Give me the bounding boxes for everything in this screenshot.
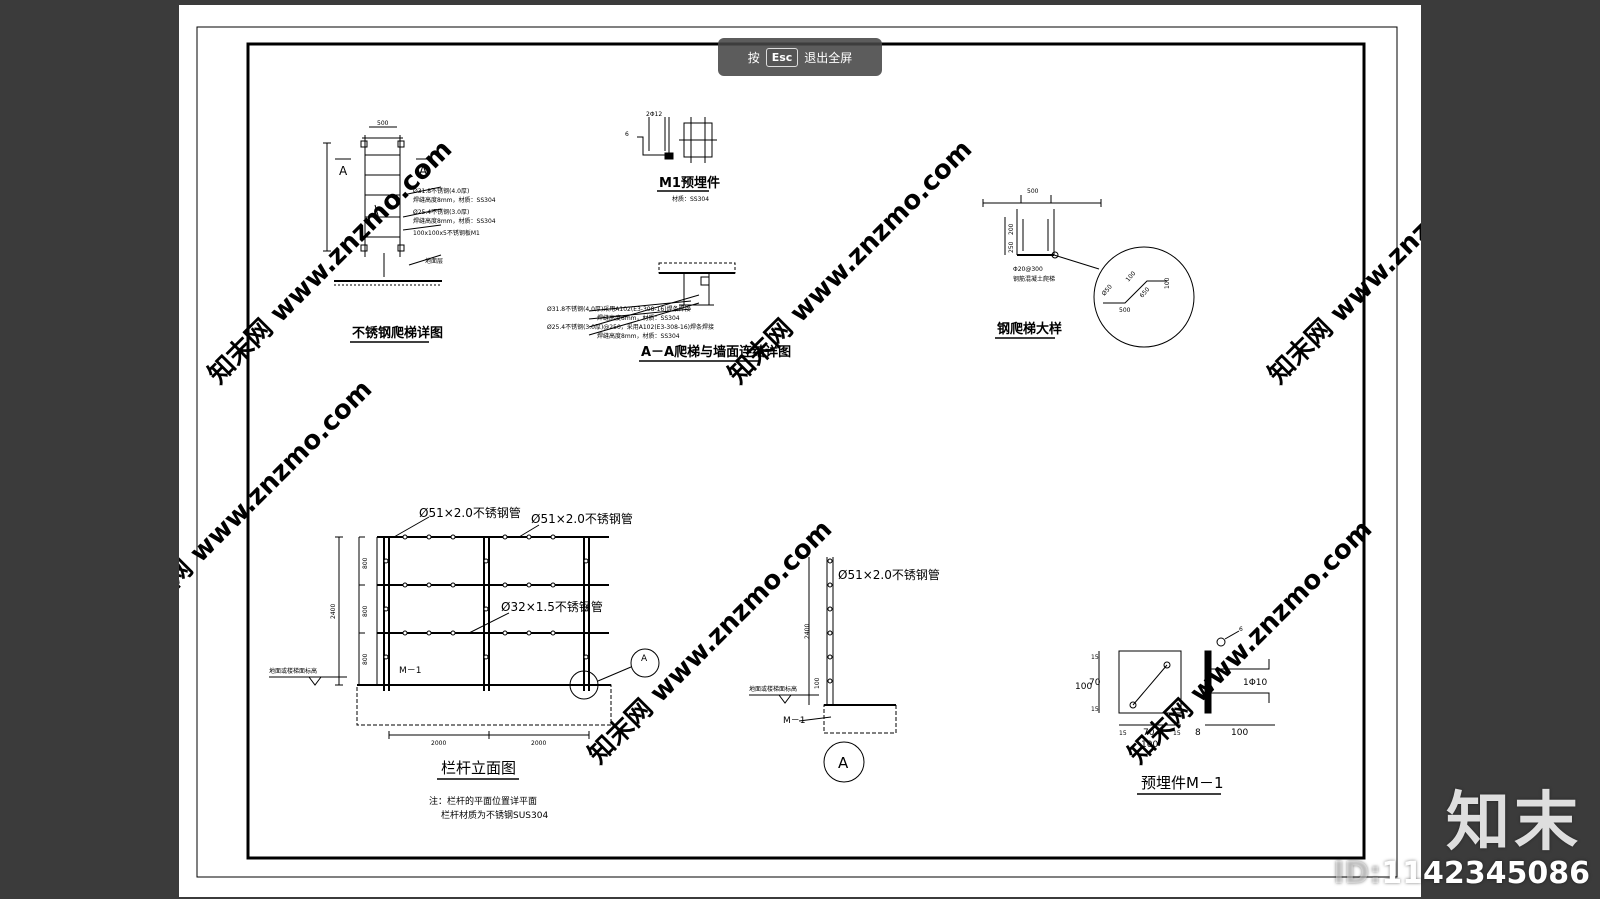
sl-note: 钢筋混凝土爬梯 — [1013, 275, 1055, 283]
rail-dim-v2: 800 — [362, 605, 369, 617]
hint-action-text: 退出全屏 — [804, 50, 853, 65]
section-a-dots — [827, 558, 833, 684]
sl-dim-bottom: 500 — [1119, 307, 1131, 314]
sl-dim-100b: 100 — [1164, 277, 1171, 289]
m1-embed — [637, 117, 717, 163]
rail-label-top-1: Ø51×2.0不锈钢管 — [419, 505, 521, 520]
brand-logo: 知末 — [1446, 786, 1582, 860]
sl-rebar: Φ20@300 — [1013, 266, 1043, 273]
m1-dim-vtotal: 100 — [1075, 682, 1092, 692]
sl-dim-200: 200 — [1008, 223, 1015, 235]
embed-m1-text: 15 70 15 100 15 70 15 100 8 100 1Φ10 6 预… — [1075, 626, 1268, 795]
m1-dim-v3: 15 — [1091, 706, 1099, 713]
m1-embed-title: M1预埋件 — [659, 175, 720, 191]
m1-material: 材质：SS304 — [672, 195, 709, 203]
sl-dim-dia: Ø50 — [1101, 283, 1114, 297]
rail-dim-v3: 800 — [362, 653, 369, 665]
ladder-note-4: 焊缝高度8mm，材质：SS304 — [413, 217, 496, 225]
aa-note-3: Ø25.4不锈钢(3.0厚)@250，采用A102(E3-308-16)焊条焊接 — [547, 323, 714, 331]
m1-dim-v2: 70 — [1089, 678, 1101, 688]
drawing-sheet: 知末网 www.znzmo.com 知末网 www.znzmo.com 知末网 … — [179, 5, 1421, 897]
watermark-text: 知末网 www.znzmo.com — [583, 514, 838, 769]
m1-dim-weld: 6 — [625, 131, 629, 138]
ladder-note-5: 100x100x5不锈钢板M1 — [413, 229, 480, 237]
m1-weld-label: 6 — [1239, 626, 1243, 633]
image-id: ID:1142345086 — [1333, 856, 1590, 891]
section-mark-left: A — [339, 164, 348, 178]
embed-m1-title: 预埋件M－1 — [1141, 774, 1224, 792]
rail-dim-h2: 2000 — [531, 740, 546, 747]
secA-mark: A — [838, 754, 849, 772]
rail-floor-label: 地面或楼梯面标高 — [269, 667, 317, 675]
ladder-floor-label: 地面层 — [425, 257, 443, 265]
railing-text: Ø51×2.0不锈钢管 Ø51×2.0不锈钢管 Ø32×1.5不锈钢管 800 … — [269, 505, 648, 821]
sl-dim-100a: 100 — [1125, 270, 1138, 283]
embed-m1 — [1098, 630, 1275, 726]
m1-dim-h1: 15 — [1119, 730, 1127, 737]
secA-dim-base: 100 — [814, 677, 821, 689]
railing-elevation — [269, 516, 660, 739]
secA-floor-label: 地面或楼梯面标高 — [749, 685, 797, 693]
ladder-dim-top: 500 — [377, 120, 389, 127]
rail-dim-total: 2400 — [330, 604, 337, 619]
rail-dim-v1: 800 — [362, 557, 369, 569]
m1-dim-rebar: 2Φ12 — [646, 111, 662, 118]
rail-note-1: 注：栏杆的平面位置详平面 — [429, 795, 537, 807]
steel-ladder-large — [982, 195, 1195, 348]
aa-note-1: Ø31.8不锈钢(4.0厚)采用A102(E3-308-16)焊条焊接 — [547, 305, 691, 313]
outer-frame — [196, 26, 1398, 878]
m1-dim-htotal: 100 — [1141, 740, 1158, 750]
m1-dim-side-8: 8 — [1195, 728, 1201, 738]
steel-ladder-title: 钢爬梯大样 — [997, 321, 1062, 337]
ladder-note-1: Ø31.8不锈钢(4.0厚) — [413, 187, 469, 195]
watermark-text: 知末网 www.znzmo.com — [1123, 514, 1378, 769]
section-mark-right: A — [419, 164, 428, 178]
ladder-note-2: 焊缝高度8mm，材质：SS304 — [413, 196, 496, 204]
rail-embed-label: M－1 — [399, 666, 422, 676]
aa-section — [588, 262, 736, 336]
m1-dim-h3: 15 — [1173, 730, 1181, 737]
rail-note-2: 栏杆材质为不锈钢SUS304 — [441, 809, 548, 821]
railing-title: 栏杆立面图 — [441, 759, 516, 777]
section-a — [749, 557, 897, 783]
hint-press-text: 按 — [747, 50, 760, 65]
railing-dots — [383, 534, 589, 660]
secA-label: Ø51×2.0不锈钢管 — [838, 567, 940, 582]
m1-rebar-label: 1Φ10 — [1243, 678, 1268, 688]
image-id-label: ID: — [1333, 856, 1382, 891]
section-a-text: Ø51×2.0不锈钢管 2400 100 地面或楼梯面标高 M－1 A — [749, 567, 940, 772]
ladder-detail-text: A A 500 Ø31.8不锈钢(4.0厚) 焊缝高度8mm，材质：SS304 … — [339, 120, 496, 343]
rail-dim-h1: 2000 — [431, 740, 446, 747]
sl-dim-250: 250 — [1008, 241, 1015, 253]
aa-note-2: 焊缝高度8mm，材质：SS304 — [597, 314, 680, 322]
watermark-text: 知末网 www.znzmo.com — [179, 374, 378, 629]
m1-embed-text: 2Φ12 6 M1预埋件 材质：SS304 — [625, 111, 720, 203]
ladder-note-3: Ø25.4不锈钢(3.0厚) — [413, 208, 469, 216]
m1-dim-side-100: 100 — [1231, 728, 1248, 738]
rail-detail-mark: A — [641, 654, 648, 664]
aa-section-title: A－A爬梯与墙面连结详图 — [641, 344, 791, 360]
m1-dim-v1: 15 — [1091, 654, 1099, 661]
steel-ladder-text: 500 200 250 Φ20@300 钢筋混凝土爬梯 500 Ø50 100 … — [995, 188, 1171, 339]
secA-dim-v: 2400 — [804, 624, 811, 639]
aa-note-4: 焊缝高度8mm，材质：SS304 — [597, 332, 680, 340]
sl-dim-width: 500 — [1027, 188, 1039, 195]
exit-fullscreen-hint[interactable]: 按 Esc 退出全屏 — [718, 38, 882, 76]
ladder-detail-title: 不锈钢爬梯详图 — [352, 325, 443, 341]
rail-label-mid: Ø32×1.5不锈钢管 — [501, 599, 603, 614]
image-id-value: 1142345086 — [1381, 856, 1590, 891]
cad-drawing: 知末网 www.znzmo.com 知末网 www.znzmo.com 知末网 … — [179, 26, 1421, 878]
esc-key-icon: Esc — [765, 47, 799, 67]
ladder-detail — [323, 126, 442, 286]
aa-section-text: Ø31.8不锈钢(4.0厚)采用A102(E3-308-16)焊条焊接 焊缝高度… — [547, 305, 791, 362]
rail-label-top-2: Ø51×2.0不锈钢管 — [531, 511, 633, 526]
m1-dim-h2: 70 — [1143, 728, 1155, 738]
secA-embed-label: M－1 — [783, 716, 806, 726]
